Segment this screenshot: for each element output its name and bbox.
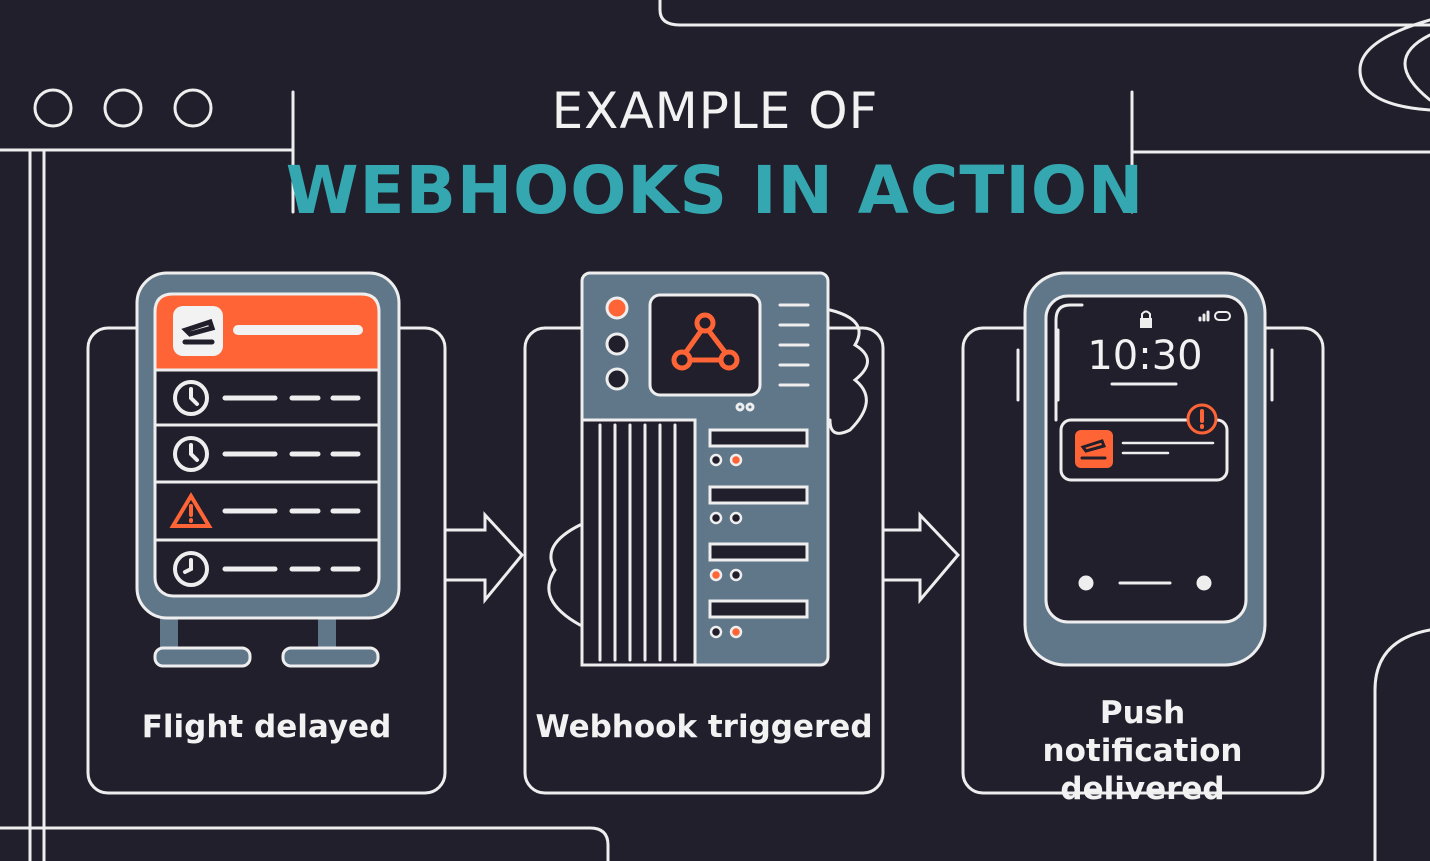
signal-icon bbox=[1198, 310, 1210, 322]
phone-clock: 10:30 bbox=[1087, 333, 1203, 379]
lock-icon bbox=[1140, 318, 1152, 328]
window-dots-icon bbox=[33, 88, 213, 128]
title-line-2: WEBHOOKS IN ACTION bbox=[285, 152, 1145, 229]
step-3-label: Push notification delivered bbox=[1042, 695, 1243, 807]
battery-icon bbox=[1214, 311, 1231, 321]
title-line-1: EXAMPLE OF bbox=[551, 82, 879, 140]
arrow-right-icon bbox=[443, 511, 961, 605]
step-1-label: Flight delayed bbox=[141, 709, 392, 745]
phone bbox=[1016, 271, 1274, 667]
webhook-icon bbox=[671, 312, 740, 371]
step-2-label: Webhook triggered bbox=[535, 709, 873, 745]
flight-board bbox=[135, 271, 401, 668]
server bbox=[547, 271, 869, 667]
